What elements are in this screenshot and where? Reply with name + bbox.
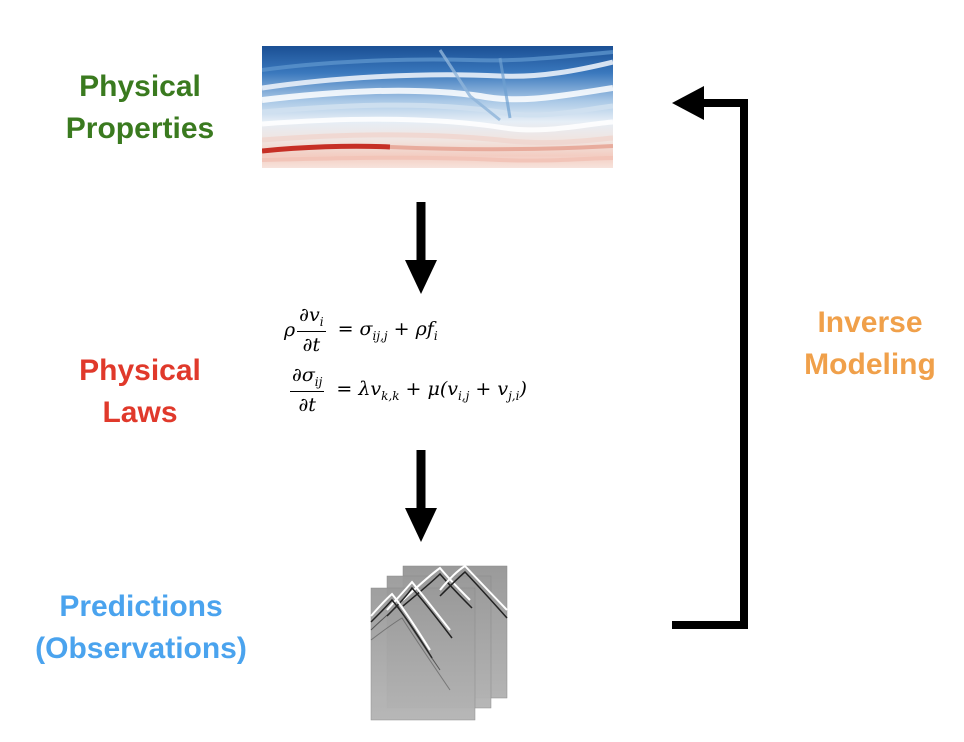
- eq2-numerator-sub: ij: [314, 374, 323, 389]
- arrow-laws-to-predictions: [405, 450, 437, 542]
- equation-momentum: ρ ∂vi ∂t = σij,j + ρfi: [284, 304, 438, 356]
- seismogram-stack-image: [370, 564, 508, 721]
- eq1-fraction: ∂vi ∂t: [297, 304, 326, 356]
- label-physical-properties-line1: Physical: [79, 70, 201, 103]
- eq2-rhs-a: = λv: [336, 377, 382, 400]
- eq2-rhs-d: ): [519, 377, 527, 400]
- label-physical-laws-line1: Physical: [79, 354, 201, 387]
- eq2-denominator: ∂t: [298, 393, 316, 416]
- label-physical-properties: Physical Properties: [40, 66, 240, 150]
- eq1-rhs-sub1: ij,j: [372, 328, 388, 343]
- physics-equations: ρ ∂vi ∂t = σij,j + ρfi ∂σij ∂t = λvk,k +…: [282, 302, 602, 432]
- eq1-numerator-sub: i: [319, 314, 324, 329]
- eq2-fraction: ∂σij ∂t: [290, 364, 325, 416]
- eq1-numerator: ∂v: [299, 304, 320, 326]
- eq2-rhs-sub-b: i,j: [457, 388, 470, 403]
- eq1-rhs-a: = σ: [337, 317, 373, 340]
- label-inverse-modeling: Inverse Modeling: [780, 302, 960, 386]
- label-inverse-modeling-line2: Modeling: [804, 348, 936, 381]
- eq2-rhs-c: + v: [469, 377, 509, 400]
- eq1-rhs-b: + ρf: [387, 317, 434, 340]
- label-predictions: Predictions (Observations): [10, 586, 272, 670]
- eq1-density: ρ: [284, 318, 296, 341]
- inverse-modeling-loop-arrow: [672, 86, 748, 629]
- label-predictions-line2: (Observations): [35, 632, 247, 665]
- eq2-rhs-sub-a: k,k: [381, 388, 400, 403]
- label-inverse-modeling-line1: Inverse: [817, 306, 923, 339]
- arrow-properties-to-laws: [405, 202, 437, 294]
- label-physical-laws: Physical Laws: [40, 350, 240, 434]
- label-physical-properties-line2: Properties: [65, 112, 215, 145]
- eq1-denominator: ∂t: [302, 333, 321, 356]
- eq2-rhs-sub-c: j,i: [508, 388, 520, 403]
- label-predictions-line1: Predictions: [59, 590, 223, 623]
- eq2-rhs-b: + μ(v: [399, 377, 458, 400]
- eq2-numerator: ∂σ: [292, 364, 315, 386]
- velocity-model-image: [262, 46, 613, 168]
- equation-stress: ∂σij ∂t = λvk,k + μ(vi,j + vj,i): [288, 364, 527, 416]
- label-physical-laws-line2: Laws: [102, 396, 178, 429]
- eq1-rhs-sub2: i: [433, 328, 438, 343]
